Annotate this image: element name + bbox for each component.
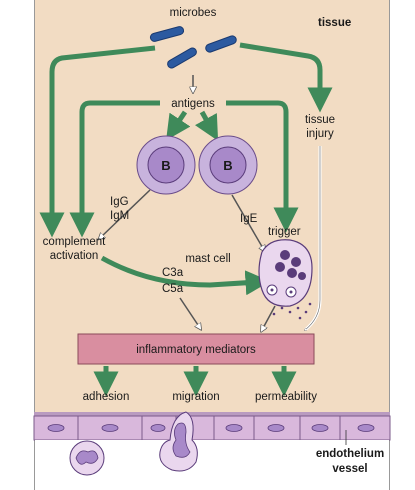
c3a-label: C3a [162,267,184,279]
arrow-complement-to-mastcell [100,255,271,296]
mast-cell-icon [258,239,313,320]
arrow-antigens-to-complement [69,100,160,238]
arrow-antigens-to-bcell-1 [166,110,191,141]
arrow-microbes-to-injury [239,42,333,113]
leukocyte-adhering [69,440,105,476]
mast-cell-label: mast cell [185,253,230,265]
permeability-label: permeability [255,391,317,403]
b-cell-1-label: B [161,158,170,173]
complement-label: complement [43,236,106,248]
igg-label: IgG [110,196,129,208]
trigger-label: trigger [268,226,301,238]
arrow-microbes-to-complement [39,45,156,238]
vessel-label: vessel [332,463,367,475]
mediators-label: inflammatory mediators [136,344,256,356]
tissue-label: tissue [318,17,351,29]
ige-label: IgE [240,213,258,225]
mediators-box [77,333,315,365]
b-cell-2-label: B [223,158,232,173]
arrow-ige-to-mastcell [231,194,264,250]
arrow-mastcell-to-mediators [262,305,276,330]
adhesion-label: adhesion [83,391,130,403]
arrow-antigens-to-trigger [226,100,299,233]
c5a-label: C5a [162,283,184,295]
tissue-injury-label: tissue [305,114,335,126]
endothelium-layer [33,412,391,441]
b-cell-1: B [136,135,196,195]
arrow-igg-to-complement [100,189,151,238]
migration-label: migration [172,391,219,403]
leukocyte-migrating [159,411,198,472]
arrow-c5a-to-mediators [179,297,200,328]
activation-label: activation [50,250,99,262]
microbes-icon [149,26,237,69]
arrow-antigens-to-bcell-2 [195,110,219,141]
endothelium-label: endothelium [316,448,384,460]
igm-label: IgM [110,210,129,222]
antigens-label: antigens [171,98,215,110]
b-cell-2: B [198,135,258,195]
tissue-background [34,0,390,490]
tissue-injury-label-2: injury [306,128,334,140]
microbes-label: microbes [170,7,217,19]
